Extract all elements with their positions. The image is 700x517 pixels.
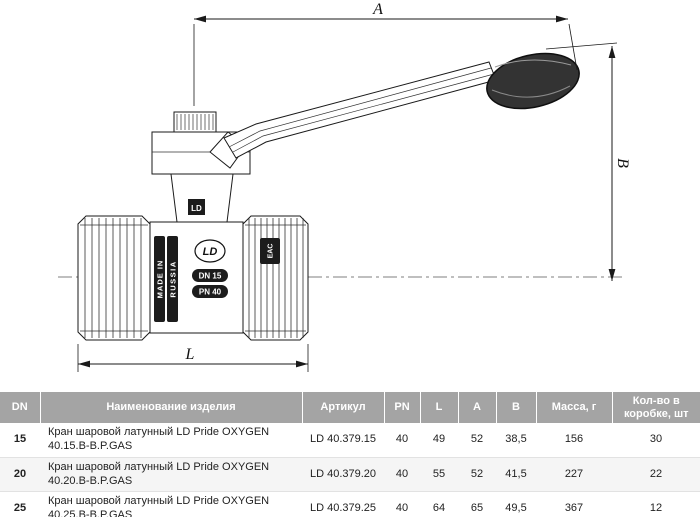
dimension-b: B bbox=[545, 42, 631, 281]
col-header-a: A bbox=[457, 392, 496, 424]
col-header-dn: DN bbox=[0, 392, 40, 424]
valve-stem: LD bbox=[151, 111, 251, 223]
cell-mass: 156 bbox=[536, 423, 612, 458]
cell-qty: 30 bbox=[612, 423, 700, 458]
russia-marking: RUSSIA bbox=[169, 260, 178, 297]
cell-name: Кран шаровой латунный LD Pride OXYGEN 40… bbox=[40, 423, 302, 458]
cell-l: 64 bbox=[420, 491, 458, 517]
cell-name: Кран шаровой латунный LD Pride OXYGEN 40… bbox=[40, 457, 302, 493]
handle bbox=[209, 52, 580, 169]
body-right-cap bbox=[242, 215, 309, 341]
neck-logo: LD bbox=[191, 204, 202, 213]
table-row: 25 Кран шаровой латунный LD Pride OXYGEN… bbox=[0, 491, 700, 517]
body-left-cap bbox=[77, 215, 151, 341]
body-markings: MADE IN RUSSIA LD DN 15 PN 40 EAC bbox=[154, 236, 280, 322]
dimension-l: L bbox=[77, 344, 309, 372]
cell-b: 41,5 bbox=[496, 457, 536, 493]
cell-dn: 15 bbox=[0, 423, 40, 458]
table-row: 20 Кран шаровой латунный LD Pride OXYGEN… bbox=[0, 457, 700, 493]
cell-dn: 20 bbox=[0, 457, 40, 493]
cell-pn: 40 bbox=[384, 457, 420, 493]
cell-b: 49,5 bbox=[496, 491, 536, 517]
cell-dn: 25 bbox=[0, 491, 40, 517]
cell-name: Кран шаровой латунный LD Pride OXYGEN 40… bbox=[40, 491, 302, 517]
valve-diagram: MADE IN RUSSIA LD DN 15 PN 40 EAC LD bbox=[58, 1, 631, 372]
eac-marking: EAC bbox=[268, 244, 275, 259]
dim-l-label: L bbox=[185, 346, 195, 363]
col-header-l: L bbox=[419, 392, 458, 424]
cell-a: 52 bbox=[458, 457, 496, 493]
table-header-row: DN Наименование изделия Артикул PN L A B… bbox=[0, 392, 700, 424]
pn-badge: PN 40 bbox=[199, 288, 222, 297]
cell-l: 49 bbox=[420, 423, 458, 458]
col-header-mass: Масса, г bbox=[535, 392, 612, 424]
cell-l: 55 bbox=[420, 457, 458, 493]
col-header-qty: Кол-во в коробке, шт bbox=[611, 392, 700, 424]
dimension-a: A bbox=[193, 1, 578, 106]
col-header-b: B bbox=[495, 392, 536, 424]
neck-stamp-bg bbox=[188, 199, 205, 215]
cell-b: 38,5 bbox=[496, 423, 536, 458]
cell-article: LD 40.379.15 bbox=[302, 423, 384, 458]
brand-logo: LD bbox=[203, 246, 218, 258]
cell-qty: 12 bbox=[612, 491, 700, 517]
handle-grip bbox=[486, 52, 580, 110]
spec-table: DN Наименование изделия Артикул PN L A B… bbox=[0, 392, 700, 517]
cell-a: 52 bbox=[458, 423, 496, 458]
dim-a-label: A bbox=[372, 1, 383, 18]
col-header-name: Наименование изделия bbox=[39, 392, 302, 424]
cell-article: LD 40.379.25 bbox=[302, 491, 384, 517]
cell-qty: 22 bbox=[612, 457, 700, 493]
col-header-pn: PN bbox=[383, 392, 420, 424]
gland-nut bbox=[173, 111, 217, 133]
col-header-article: Артикул bbox=[301, 392, 384, 424]
cell-mass: 367 bbox=[536, 491, 612, 517]
dn-badge: DN 15 bbox=[199, 272, 222, 281]
cell-mass: 227 bbox=[536, 457, 612, 493]
cell-article: LD 40.379.20 bbox=[302, 457, 384, 493]
dim-b-label: B bbox=[614, 158, 631, 168]
cell-pn: 40 bbox=[384, 423, 420, 458]
made-in-marking: MADE IN bbox=[156, 260, 165, 299]
cell-pn: 40 bbox=[384, 491, 420, 517]
cell-a: 65 bbox=[458, 491, 496, 517]
table-row: 15 Кран шаровой латунный LD Pride OXYGEN… bbox=[0, 423, 700, 458]
